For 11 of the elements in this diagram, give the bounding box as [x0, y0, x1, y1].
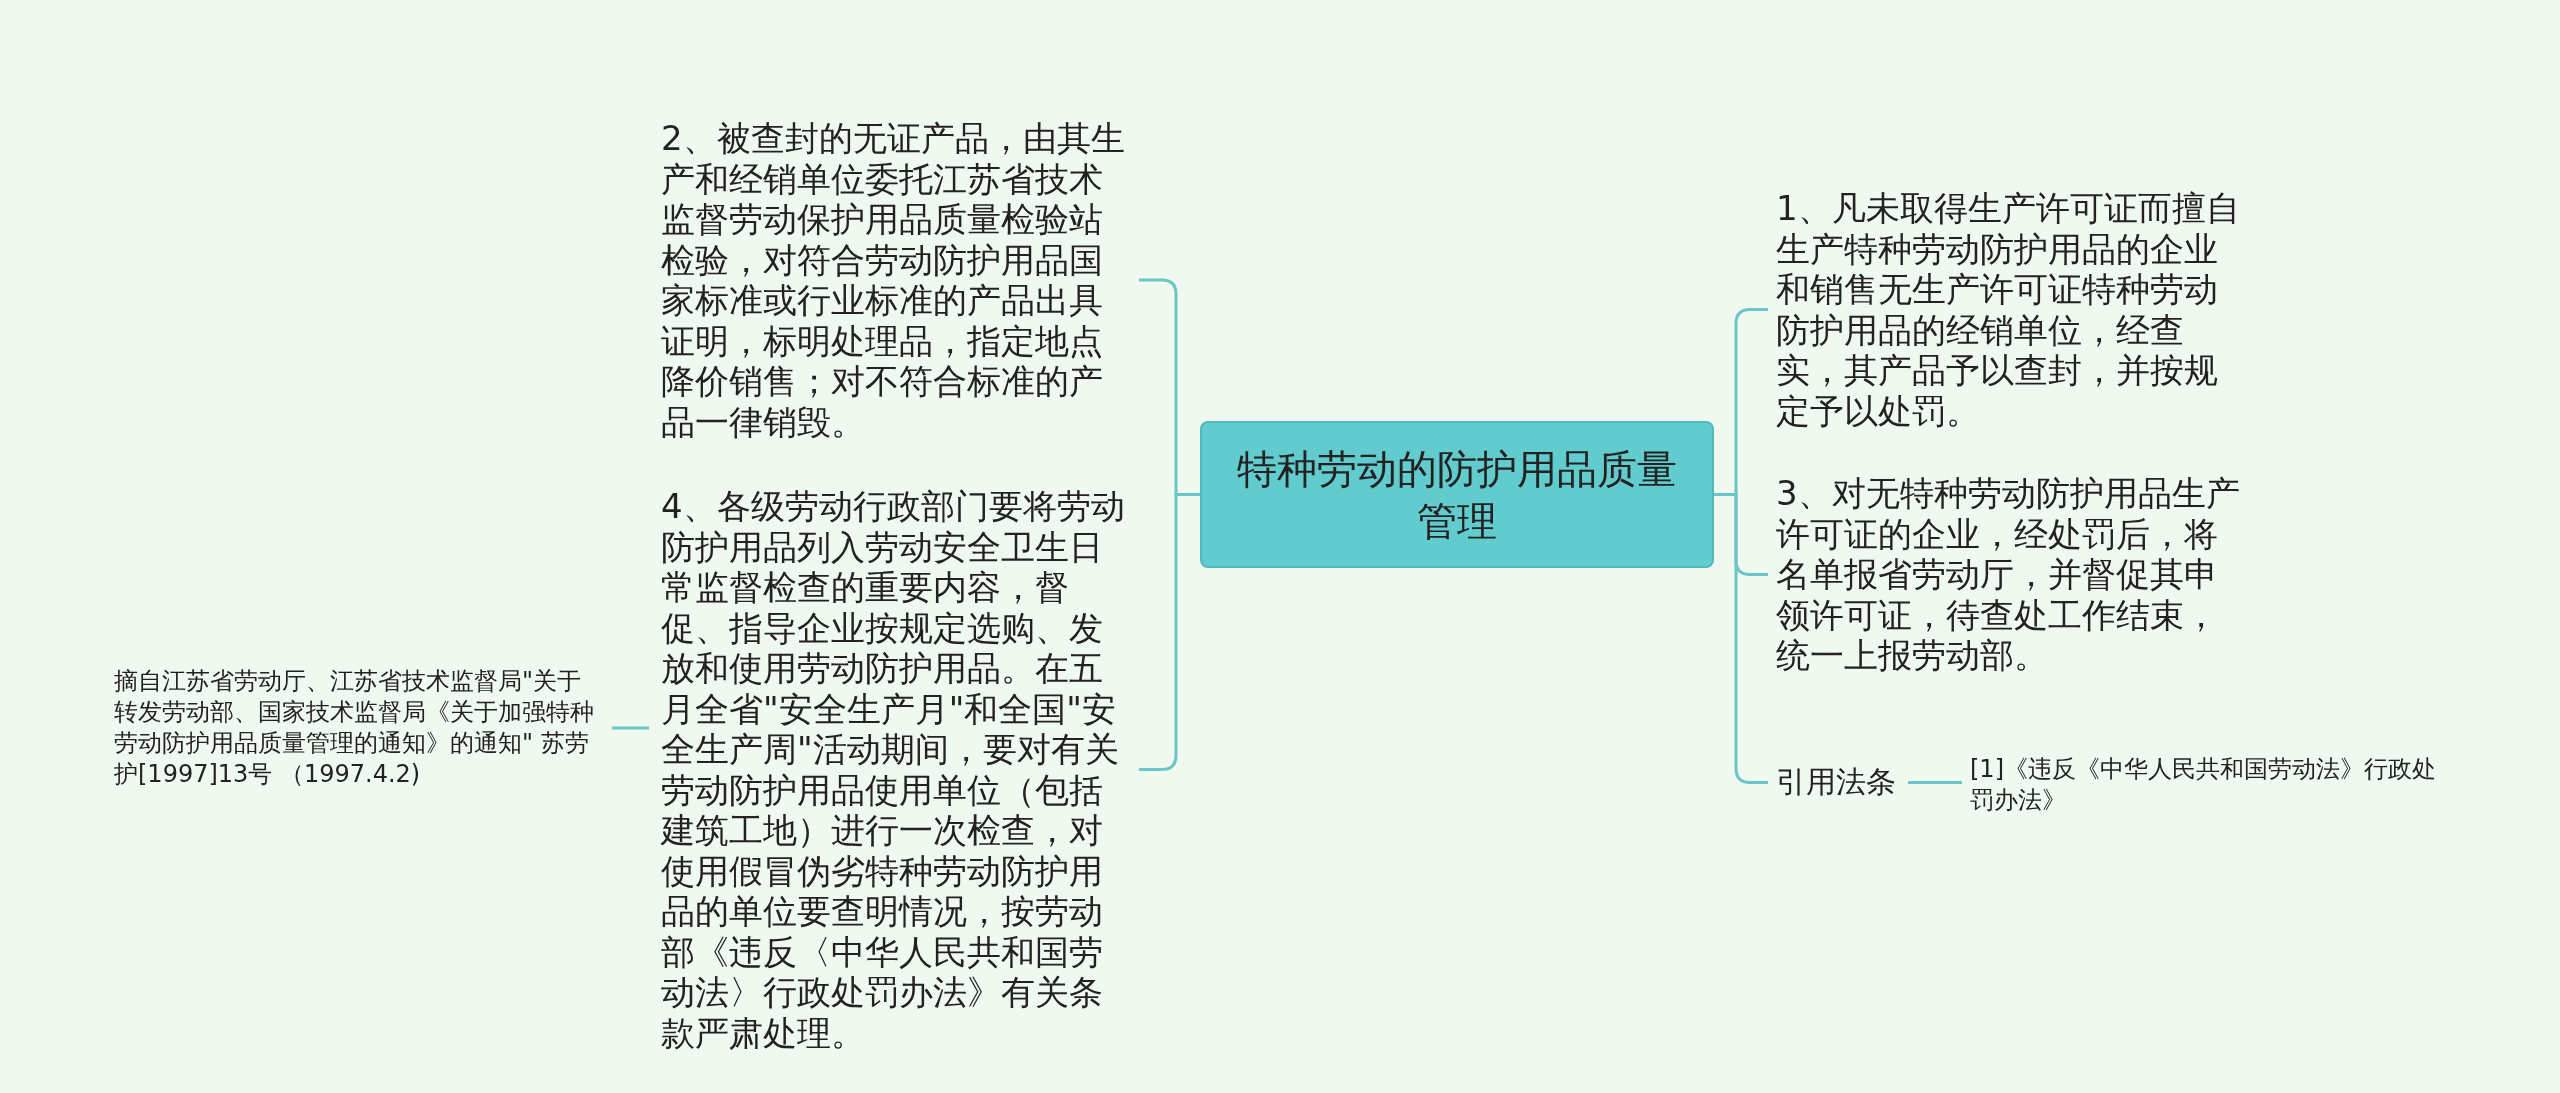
note-text: [1]《违反《中华人民共和国劳动法》行政处罚办法》: [1970, 754, 2450, 816]
connector-line: [1139, 493, 1200, 771]
note-text: 摘自江苏省劳动厅、江苏省技术监督局"关于转发劳动部、国家技术监督局《关于加强特种劳动防护用品质量管理的通知》的通知" 苏劳护[1997]13号 （1997.4.2): [114, 666, 604, 790]
connector-line: [1908, 781, 1962, 784]
topic-text: 1、凡未取得生产许可证而擅自生产特种劳动防护用品的企业和销售无生产许可证特种劳动防护用品的经销单位，经查实，其产品予以查封，并按规定予以处罚。: [1776, 188, 2246, 431]
topic-text: 4、各级劳动行政部门要将劳动防护用品列入劳动安全卫生日常监督检查的重要内容，督促、指导企业按规定选购、发放和使用劳动防护用品。在五月全省"安全生产月"和全国"安全生产周"活动期间，要对有关劳动防护用品使用单位（包括建筑工地）进行一次检查，对使用假冒伪劣特种劳动防护用品的单位要查明情况，按劳动部《违反〈中华人民共和国劳动法〉行政处罚办法》有关条款严肃处理。: [661, 486, 1131, 1053]
connector-line: [612, 726, 649, 730]
topic-text: 3、对无特种劳动防护用品生产许可证的企业，经处罚后，将名单报省劳动厅，并督促其申领许可证，待查处工作结束，统一上报劳动部。: [1776, 473, 2246, 676]
topic-text: 引用法条: [1776, 762, 1896, 803]
topic-text: 2、被查封的无证产品，由其生产和经销单位委托江苏省技术监督劳动保护用品质量检验站检验，对符合劳动防护用品国家标准或行业标准的产品出具证明，标明处理品，指定地点降价销售；对不符合标准的产品一律销毁。: [661, 118, 1131, 442]
topic-box: 特种劳动的防护用品质量管理: [1200, 421, 1714, 568]
